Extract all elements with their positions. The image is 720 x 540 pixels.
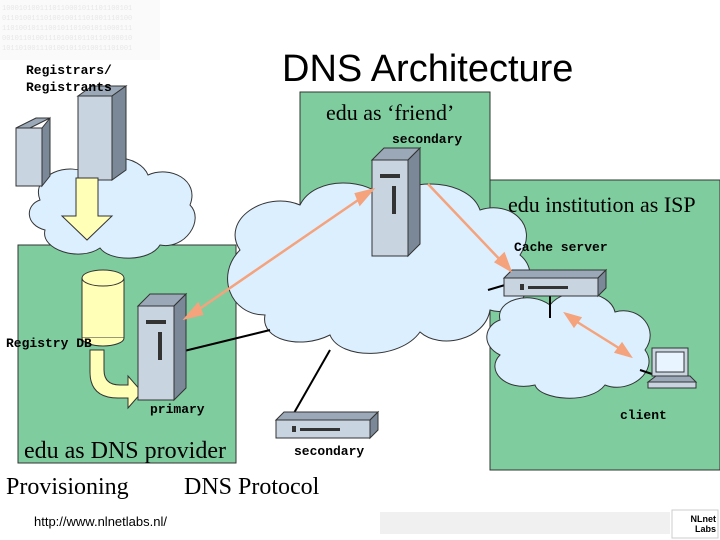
footer-logo-box: [671, 509, 719, 539]
label-cache-server: Cache server: [514, 240, 608, 255]
dns-protocol-arrows: [182, 183, 633, 359]
cache-server: [502, 268, 608, 298]
link-cloud-bottom-secondary: [289, 349, 331, 421]
svg-text:110100101110010110100101100011: 1101001011100101101001011000111: [2, 25, 132, 33]
label-friend: edu as ‘friend’: [326, 100, 455, 125]
label-client: client: [620, 408, 667, 423]
link-cache-cloud: [487, 284, 506, 291]
link-registry-cloud: [179, 329, 271, 353]
footer-strip: [380, 512, 670, 534]
svg-text:101101001110100101101001110100: 1011010011101001011010011101001: [2, 45, 132, 53]
svg-text:011010011101001001110100111010: 0110100111010010011101001110100: [2, 15, 132, 23]
svg-text:001011010011101001011011010001: 0010110100111010010110110100010: [2, 35, 132, 43]
registrar-computer-left: [15, 116, 51, 188]
svg-text:100010100111011000101110110010: 1000101001110110001011101100101: [2, 5, 132, 13]
label-bottom-secondary: secondary: [294, 444, 365, 459]
primary-server: [136, 292, 188, 402]
label-friend-secondary: secondary: [392, 132, 463, 147]
label-registry-db: Registry DB: [6, 336, 92, 351]
db-to-primary-arrow: [89, 349, 143, 410]
footer-url[interactable]: http://www.nlnetlabs.nl/: [34, 514, 167, 529]
nlnet-logo: NLnet Labs: [690, 514, 717, 534]
label-protocol: DNS Protocol: [184, 474, 320, 500]
friend-secondary-server: [370, 146, 422, 258]
label-provisioning: Provisioning: [6, 474, 129, 500]
provisioning-arrow: [60, 177, 114, 241]
region-provider: [17, 244, 237, 464]
client-computer: [646, 347, 698, 389]
label-primary: primary: [150, 402, 205, 417]
registrar-computer-right: [76, 85, 128, 181]
label-registrars: Registrars/ Registrants: [26, 63, 112, 95]
bottom-secondary-server: [274, 410, 380, 440]
registry-db-icon: [81, 269, 125, 347]
page-title: DNS Architecture: [282, 48, 574, 90]
cloud-isp: [486, 291, 651, 399]
label-provider: edu as DNS provider: [24, 438, 226, 464]
label-isp: edu institution as ISP: [508, 192, 696, 217]
binary-watermark: 1000101001110110001011101100101 01101001…: [0, 0, 160, 60]
